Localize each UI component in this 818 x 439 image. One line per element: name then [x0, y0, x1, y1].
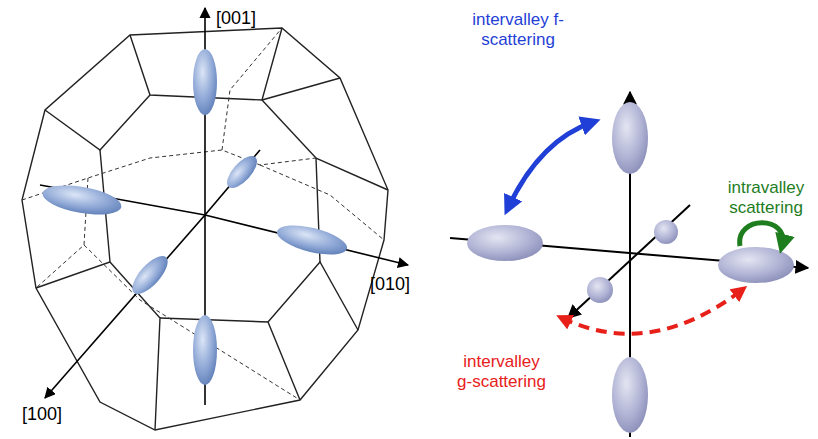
valley-ellipsoids: [40, 49, 349, 385]
kspace-axes: [450, 92, 808, 437]
scattering-arrows: [508, 122, 783, 334]
scattering-label: intervalley f- scattering: [466, 10, 570, 49]
axis-label: [010]: [370, 274, 410, 295]
scattering-label: intervalley g-scattering: [455, 352, 548, 391]
hidden-edges: [22, 28, 384, 400]
axis-label: [001]: [216, 8, 256, 29]
scattering-label: intravalley scattering: [718, 178, 814, 217]
axis-label: [100]: [22, 404, 62, 425]
crystal-axes: [40, 8, 408, 405]
brillouin-zone: [22, 28, 388, 430]
